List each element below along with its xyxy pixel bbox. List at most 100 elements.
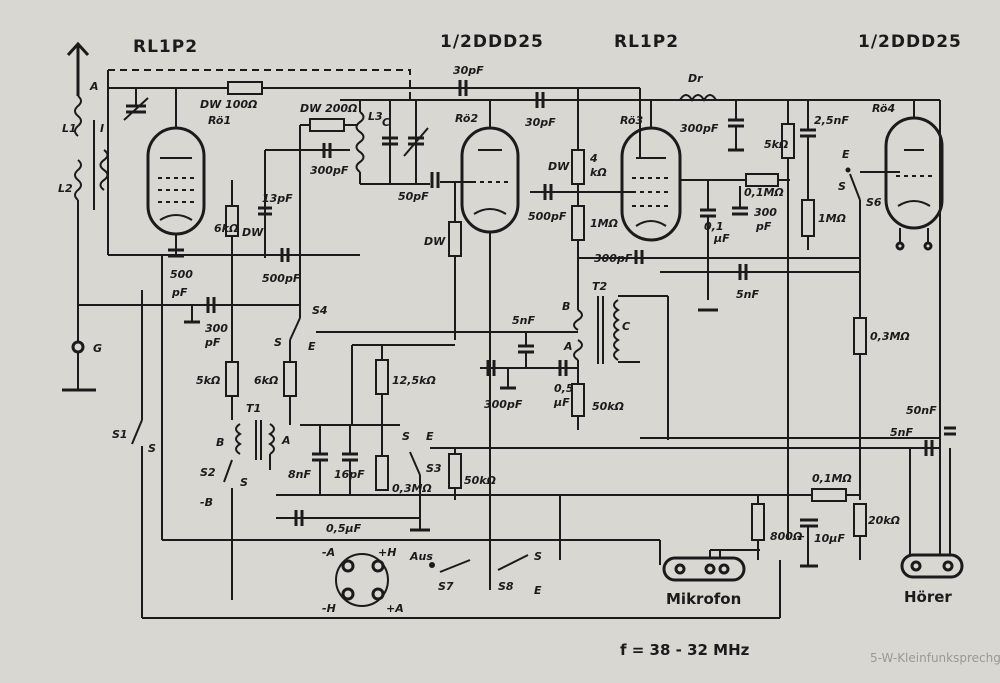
label-c-50nf: 50nF xyxy=(906,404,937,417)
resistor-0-1m-a xyxy=(745,173,779,187)
resistor-0-3m xyxy=(853,317,867,355)
label-r-12-5k: 12,5kΩ xyxy=(392,374,436,387)
label-ca: C xyxy=(382,116,390,129)
label-s1: S1 xyxy=(112,428,128,441)
headphone-jack[interactable] xyxy=(900,553,964,579)
label-r-1m-a: 1MΩ xyxy=(590,217,618,230)
tube-ro3 xyxy=(620,100,682,242)
label-r-4k-b: kΩ xyxy=(590,166,607,179)
label-ant-a: A xyxy=(89,80,99,93)
label-l2: L2 xyxy=(58,182,73,195)
transformer-t2 xyxy=(573,296,620,364)
switch-s6[interactable] xyxy=(849,173,861,201)
capacitor-5nf-b xyxy=(518,332,534,368)
label-a-t1: A xyxy=(281,434,291,447)
microphone-jack[interactable] xyxy=(662,556,746,582)
label-r-50: 50kΩ xyxy=(592,400,624,413)
capacitor-50pf xyxy=(430,172,440,188)
label-s2: S2 xyxy=(200,466,216,479)
label-r-6k-b: 6kΩ xyxy=(254,374,278,387)
label-r-800: 800Ω xyxy=(770,530,802,543)
trimmer-capacitor-1 xyxy=(123,88,149,121)
tube1-title: RL1P2 xyxy=(133,37,198,57)
capacitor-10uf xyxy=(800,518,818,568)
capacitor-30pf-mid xyxy=(535,92,545,108)
label-r-4k-a: 4 xyxy=(589,152,598,165)
label-ro4: Rö4 xyxy=(872,102,895,115)
label-c-5nf-b: 5nF xyxy=(512,314,535,327)
label-r-50k: 50kΩ xyxy=(464,474,496,487)
label-c-16pf: 16pF xyxy=(334,468,365,481)
label-t2: T2 xyxy=(592,280,608,293)
capacitor-0-5uf-b xyxy=(558,360,568,376)
label-a-t2: A xyxy=(563,340,573,353)
capacitor-30pf-top xyxy=(458,80,468,96)
label-hoerer: Hörer xyxy=(904,588,952,606)
resistor-5k-b xyxy=(225,361,239,397)
resistor-50 xyxy=(571,383,585,417)
label-ro1: Rö1 xyxy=(208,114,231,127)
label-s4: S4 xyxy=(312,304,328,317)
label-r-dw200: DW 200Ω xyxy=(300,102,357,115)
label-c-10uf: 10µF xyxy=(814,532,845,545)
capacitor-300pf-b xyxy=(486,360,516,390)
battery-connector[interactable] xyxy=(335,553,389,607)
label-b-t2: B xyxy=(562,300,570,313)
label-pf-2: pF xyxy=(204,336,221,349)
capacitor-500pf-3 xyxy=(543,184,553,200)
switch-s3[interactable] xyxy=(409,451,421,476)
variable-capacitor-tank xyxy=(382,100,429,184)
label-r-6k: 6kΩ xyxy=(214,222,238,235)
footer-caption: 5-W-Kleinfunksprechgerät xyxy=(870,651,1000,665)
resistor-0-1m-b xyxy=(811,488,847,502)
capacitor-0-5uf-a xyxy=(294,510,304,526)
transformer-t1 xyxy=(235,420,275,460)
switch-s8[interactable] xyxy=(497,554,529,571)
label-l3: L3 xyxy=(368,110,383,123)
switch-s2[interactable] xyxy=(223,459,233,483)
label-r-0-3m-a: 0,3MΩ xyxy=(870,330,910,343)
label-plus-h: +H xyxy=(378,546,396,559)
tube3-title: RL1P2 xyxy=(614,32,679,52)
ground-terminal xyxy=(71,340,85,354)
label-g: G xyxy=(93,342,102,355)
resistor-dw-100 xyxy=(227,81,263,95)
label-ro2: Rö2 xyxy=(455,112,478,125)
label-minus-a: -A xyxy=(322,546,335,559)
label-c-300pf-5: 300pF xyxy=(484,398,523,411)
label-c-0-1: 0,1 xyxy=(704,220,724,233)
tube2-title: 1/2DDD25 xyxy=(440,32,544,52)
capacitor-13pf xyxy=(258,206,272,216)
label-l1: L1 xyxy=(62,122,77,135)
label-r-dw100: DW 100Ω xyxy=(200,98,257,111)
capacitor-500pf xyxy=(168,248,184,258)
label-dw-3: DW xyxy=(548,160,570,173)
antenna-symbol xyxy=(66,41,109,390)
resistor-6k-dw xyxy=(225,205,239,237)
label-plus-a: +A xyxy=(386,602,404,615)
label-e-s4: E xyxy=(308,340,316,353)
capacitor-16pf xyxy=(342,425,358,495)
resistor-12-5k xyxy=(375,359,389,395)
label-r-0-1m-b: 0,1MΩ xyxy=(812,472,852,485)
label-e-s8: E xyxy=(534,584,542,597)
label-s-s8: S xyxy=(534,550,542,563)
switch-s4[interactable] xyxy=(289,317,301,341)
label-c-t2: C xyxy=(622,320,630,333)
label-c-30pf-b: 30pF xyxy=(525,116,556,129)
capacitor-300pf-left xyxy=(206,297,216,313)
switch-s1[interactable] xyxy=(131,419,143,445)
coil-l3 xyxy=(355,100,430,185)
switch-s7[interactable] xyxy=(439,559,471,573)
label-c-5nf-c: 5nF xyxy=(890,426,913,439)
label-pf-3: pF xyxy=(755,220,772,233)
label-pf-1: pF xyxy=(171,286,188,299)
label-s7: S7 xyxy=(438,580,454,593)
label-ro3: Rö3 xyxy=(620,114,643,127)
resistor-0-3m-b xyxy=(375,455,389,491)
capacitor-8nf xyxy=(312,425,328,495)
label-e-s6: E xyxy=(842,148,850,161)
label-t1: T1 xyxy=(246,402,261,415)
label-s-s6: S xyxy=(838,180,846,193)
